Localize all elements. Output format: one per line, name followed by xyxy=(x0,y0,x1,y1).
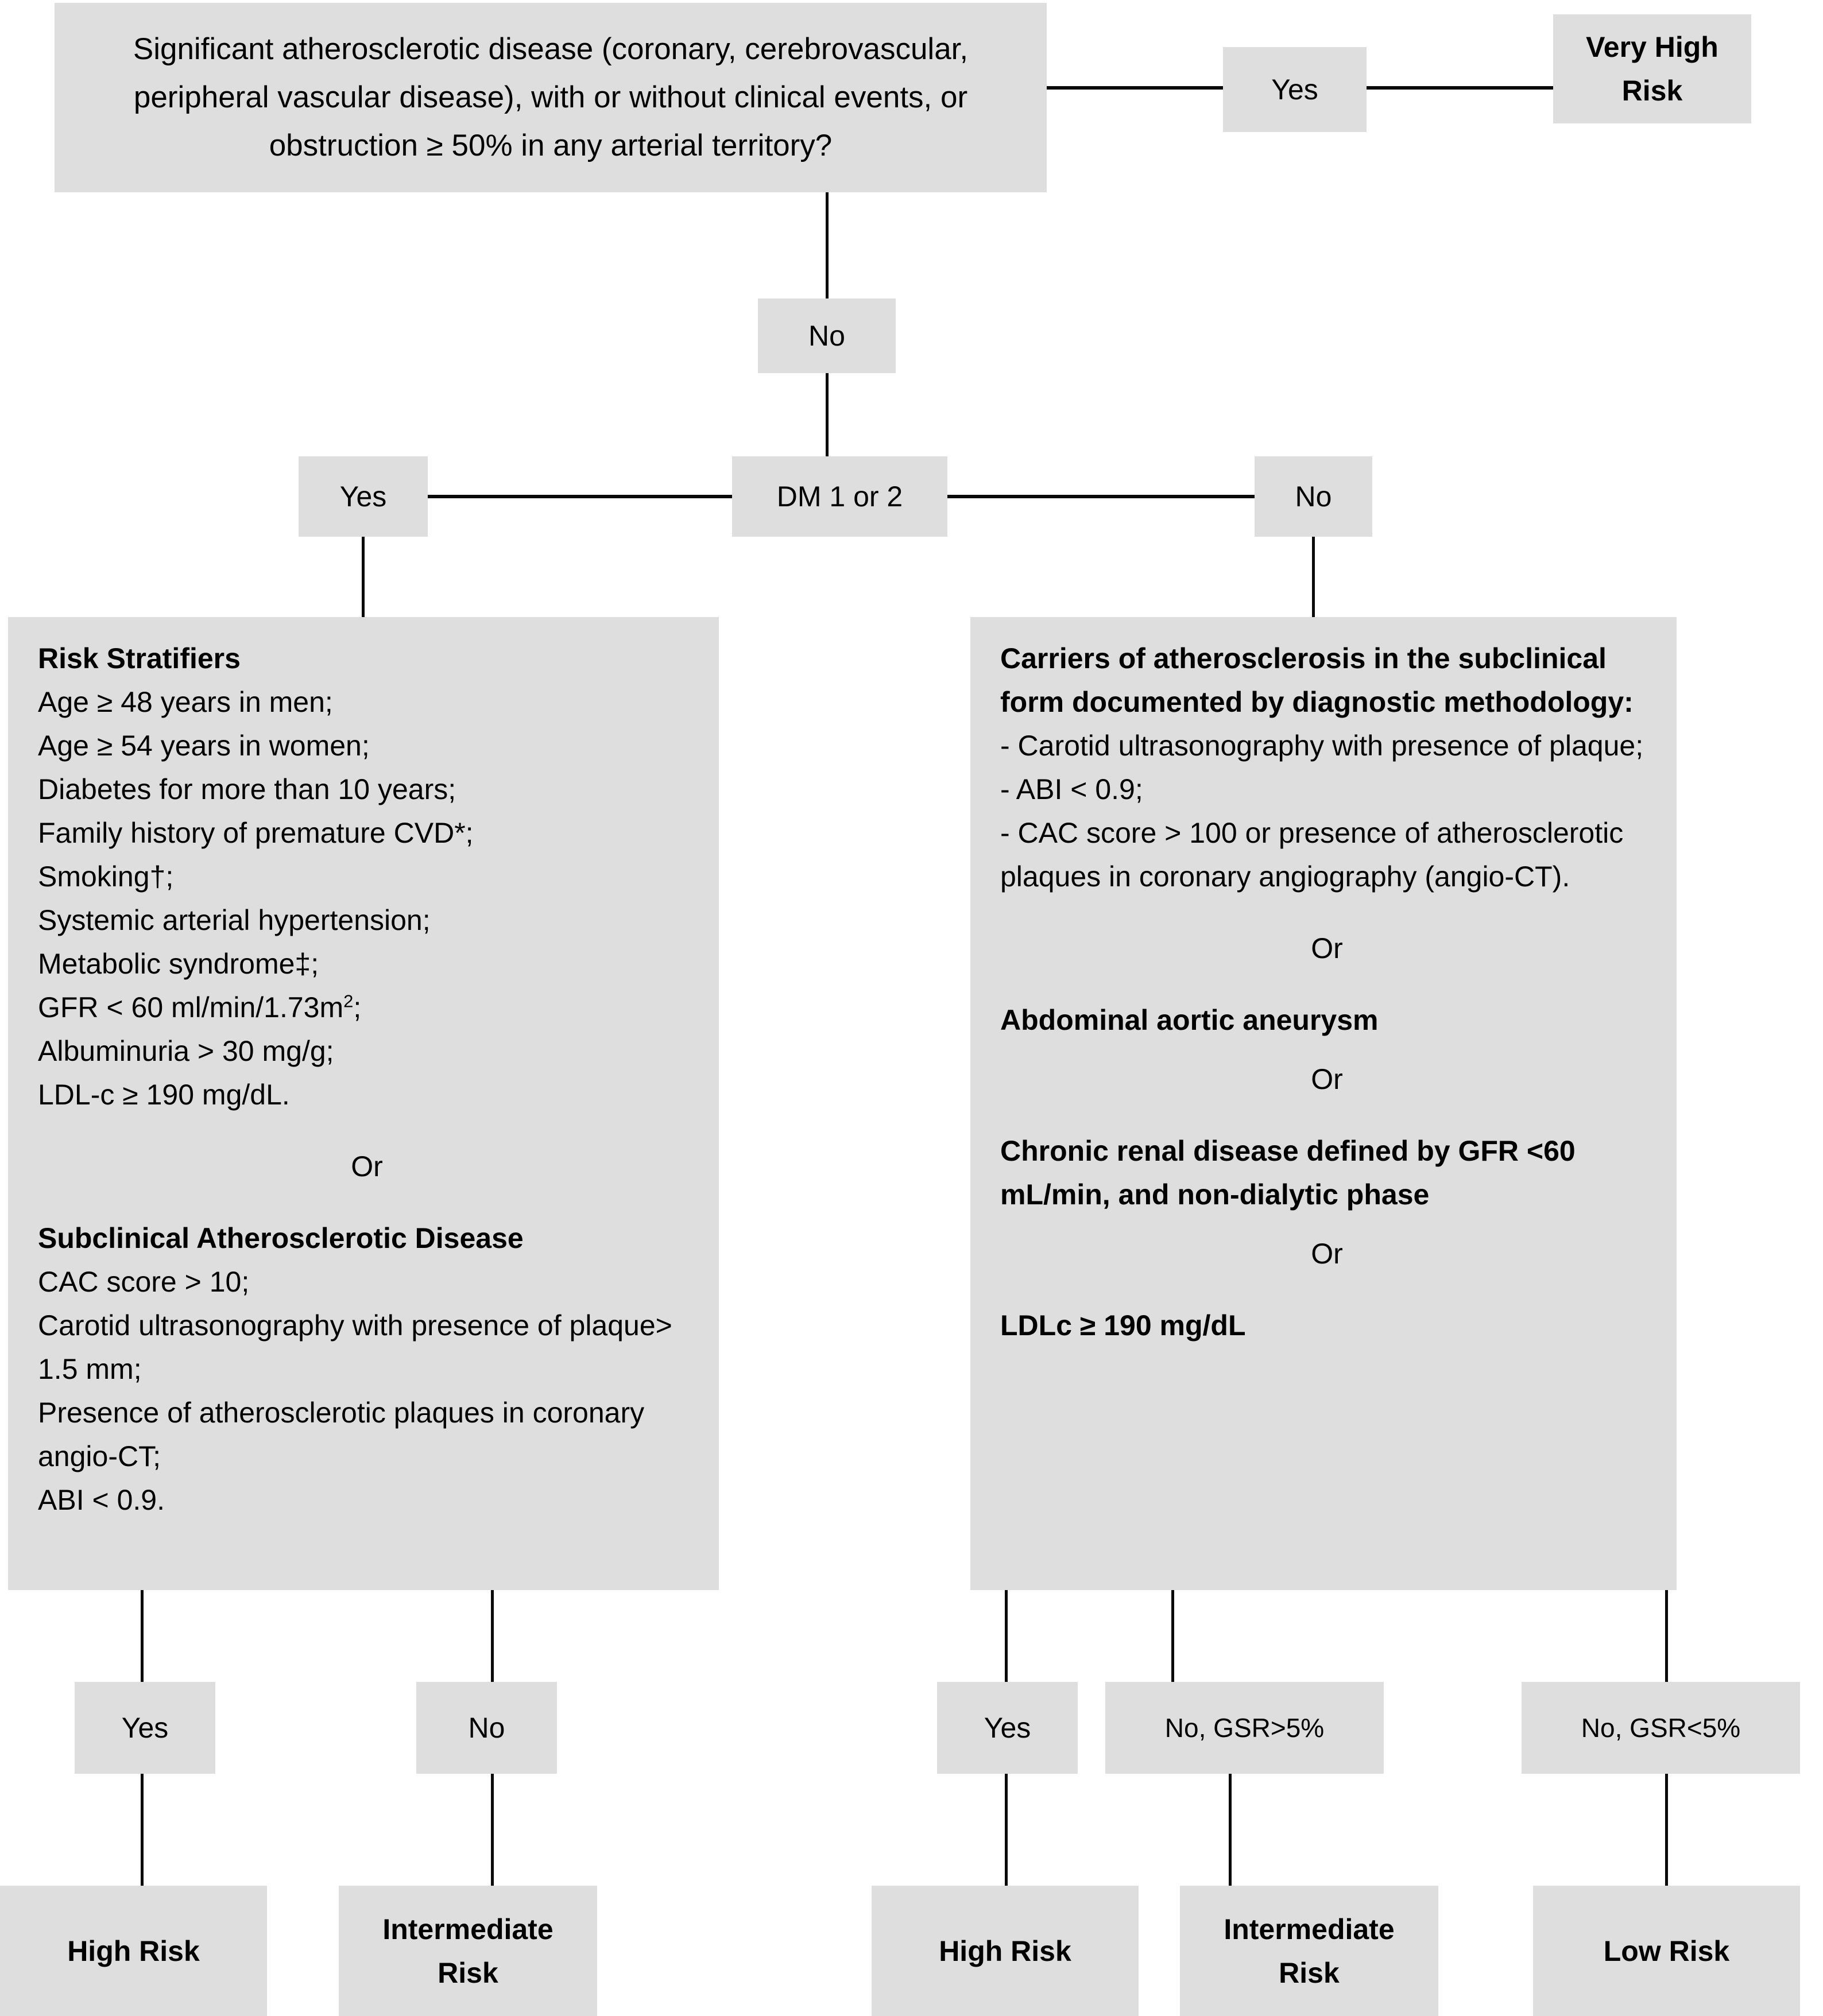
branch-right-yes: Yes xyxy=(937,1682,1078,1774)
outcome-left-intermediate-risk: Intermediate Risk xyxy=(339,1886,597,2016)
node-dm-yes: Yes xyxy=(299,456,428,537)
spacer-right-6 xyxy=(1000,1274,1654,1304)
left-item-2: Diabetes for more than 10 years; xyxy=(38,773,456,805)
spacer-right-1 xyxy=(1000,898,1654,928)
left-item-8: LDL-c ≥ 190 mg/dL. xyxy=(38,1079,290,1111)
edge-right-yes-to-high xyxy=(1005,1774,1008,1886)
edge-dm-no-to-right-panel xyxy=(1312,537,1315,617)
left-item-6: Metabolic syndrome‡; xyxy=(38,948,319,980)
branch-right-gsr-low-label: No, GSR<5% xyxy=(1581,1712,1741,1743)
left-sub-item-3: ABI < 0.9. xyxy=(38,1484,165,1516)
left-item-gfr-text: GFR < 60 ml/min/1.73m xyxy=(38,991,344,1023)
left-item-4: Smoking†; xyxy=(38,860,174,893)
outcome-left-high-risk-label: High Risk xyxy=(67,1934,200,1967)
dm-no-label: No xyxy=(1295,480,1332,513)
left-item-gfr-suffix: ; xyxy=(353,991,362,1023)
spacer-right-4 xyxy=(1000,1099,1654,1129)
spacer-right-2 xyxy=(1000,968,1654,998)
branch-left-no-label: No xyxy=(468,1712,505,1744)
outcome-right-high-risk-label: High Risk xyxy=(939,1934,1071,1967)
edge-yes-to-very-high-risk xyxy=(1367,86,1553,90)
dm-yes-label: Yes xyxy=(339,480,387,513)
left-or-connector: Or xyxy=(351,1150,383,1183)
left-sub-item-0: CAC score > 10; xyxy=(38,1266,250,1298)
right-item-2: - CAC score > 100 or presence of atheros… xyxy=(1000,817,1624,893)
edge-root-to-no xyxy=(826,192,829,298)
left-sub-item-1: Carotid ultrasonography with presence of… xyxy=(38,1309,672,1385)
edge-left-yes-to-high xyxy=(141,1774,144,1886)
branch-right-gsr-high: No, GSR>5% xyxy=(1105,1682,1384,1774)
node-very-high-risk: Very High Risk xyxy=(1553,14,1751,123)
outcome-right-intermediate-risk-label: Intermediate Risk xyxy=(1224,1913,1395,1989)
edge-dm-to-yes xyxy=(428,495,732,498)
panel-diabetic-criteria: Risk Stratifiers Age ≥ 48 years in men; … xyxy=(8,617,719,1590)
edge-left-panel-to-yes xyxy=(141,1590,144,1682)
branch-right-gsr-high-label: No, GSR>5% xyxy=(1164,1712,1325,1743)
spacer-right-5 xyxy=(1000,1216,1654,1234)
node-root-question: Significant atherosclerotic disease (cor… xyxy=(55,3,1047,192)
node-dm-decision: DM 1 or 2 xyxy=(732,456,947,537)
right-or-connector-3: Or xyxy=(1311,1238,1343,1270)
root-no-label: No xyxy=(808,320,845,352)
spacer-left-2 xyxy=(38,1187,696,1216)
right-heading-aaa: Abdominal aortic aneurysm xyxy=(1000,1004,1379,1036)
very-high-risk-label: Very High Risk xyxy=(1586,31,1719,107)
spacer-left-1 xyxy=(38,1116,696,1146)
outcome-left-high-risk: High Risk xyxy=(0,1886,267,2016)
left-item-3: Family history of premature CVD*; xyxy=(38,817,474,849)
node-root-no: No xyxy=(758,298,896,373)
right-item-1: - ABI < 0.9; xyxy=(1000,773,1143,805)
outcome-right-low-risk-label: Low Risk xyxy=(1603,1934,1730,1967)
root-question-text: Significant atherosclerotic disease (cor… xyxy=(133,32,969,162)
edge-dm-yes-to-left-panel xyxy=(362,537,365,617)
left-item-0: Age ≥ 48 years in men; xyxy=(38,686,333,718)
edge-right-panel-to-gsr-low xyxy=(1665,1590,1668,1682)
dm-decision-label: DM 1 or 2 xyxy=(776,480,903,513)
left-item-1: Age ≥ 54 years in women; xyxy=(38,730,370,762)
branch-right-yes-label: Yes xyxy=(984,1712,1031,1744)
left-item-gfr: GFR < 60 ml/min/1.73m2; xyxy=(38,986,696,1029)
edge-root-to-yes xyxy=(1047,86,1223,90)
branch-right-gsr-low: No, GSR<5% xyxy=(1522,1682,1800,1774)
branch-left-no: No xyxy=(416,1682,557,1774)
right-or-connector-2: Or xyxy=(1311,1063,1343,1095)
left-heading-risk-stratifiers: Risk Stratifiers xyxy=(38,642,241,674)
left-item-5: Systemic arterial hypertension; xyxy=(38,904,431,936)
right-heading-ckd: Chronic renal disease defined by GFR <60… xyxy=(1000,1135,1576,1211)
left-item-gfr-superscript: 2 xyxy=(343,991,354,1011)
node-root-yes: Yes xyxy=(1223,47,1367,132)
outcome-right-intermediate-risk: Intermediate Risk xyxy=(1180,1886,1438,2016)
edge-no-to-dm xyxy=(826,373,829,456)
edge-right-panel-to-yes xyxy=(1005,1590,1008,1682)
panel-nondiabetic-criteria: Carriers of atherosclerosis in the subcl… xyxy=(970,617,1677,1590)
edge-left-no-to-intermediate xyxy=(491,1774,494,1886)
left-sub-item-2: Presence of atherosclerotic plaques in c… xyxy=(38,1397,645,1472)
outcome-left-intermediate-risk-label: Intermediate Risk xyxy=(382,1913,554,1989)
edge-right-panel-to-gsr-high xyxy=(1171,1590,1174,1682)
left-item-7: Albuminuria > 30 mg/g; xyxy=(38,1035,334,1067)
edge-dm-to-no xyxy=(947,495,1255,498)
outcome-right-high-risk: High Risk xyxy=(872,1886,1139,2016)
left-heading-subclinical: Subclinical Atherosclerotic Disease xyxy=(38,1222,524,1254)
edge-left-panel-to-no xyxy=(491,1590,494,1682)
branch-left-yes: Yes xyxy=(75,1682,215,1774)
node-dm-no: No xyxy=(1255,456,1372,537)
right-heading-ldlc: LDLc ≥ 190 mg/dL xyxy=(1000,1309,1246,1342)
right-or-connector-1: Or xyxy=(1311,932,1343,964)
spacer-right-3 xyxy=(1000,1042,1654,1059)
right-item-0: - Carotid ultrasonography with presence … xyxy=(1000,730,1644,762)
edge-gsr-high-to-intermediate xyxy=(1229,1774,1232,1886)
right-heading-carriers: Carriers of atherosclerosis in the subcl… xyxy=(1000,642,1634,718)
root-yes-label: Yes xyxy=(1271,73,1318,106)
outcome-right-low-risk: Low Risk xyxy=(1533,1886,1800,2016)
branch-left-yes-label: Yes xyxy=(121,1712,169,1744)
edge-gsr-low-to-low xyxy=(1665,1774,1668,1886)
